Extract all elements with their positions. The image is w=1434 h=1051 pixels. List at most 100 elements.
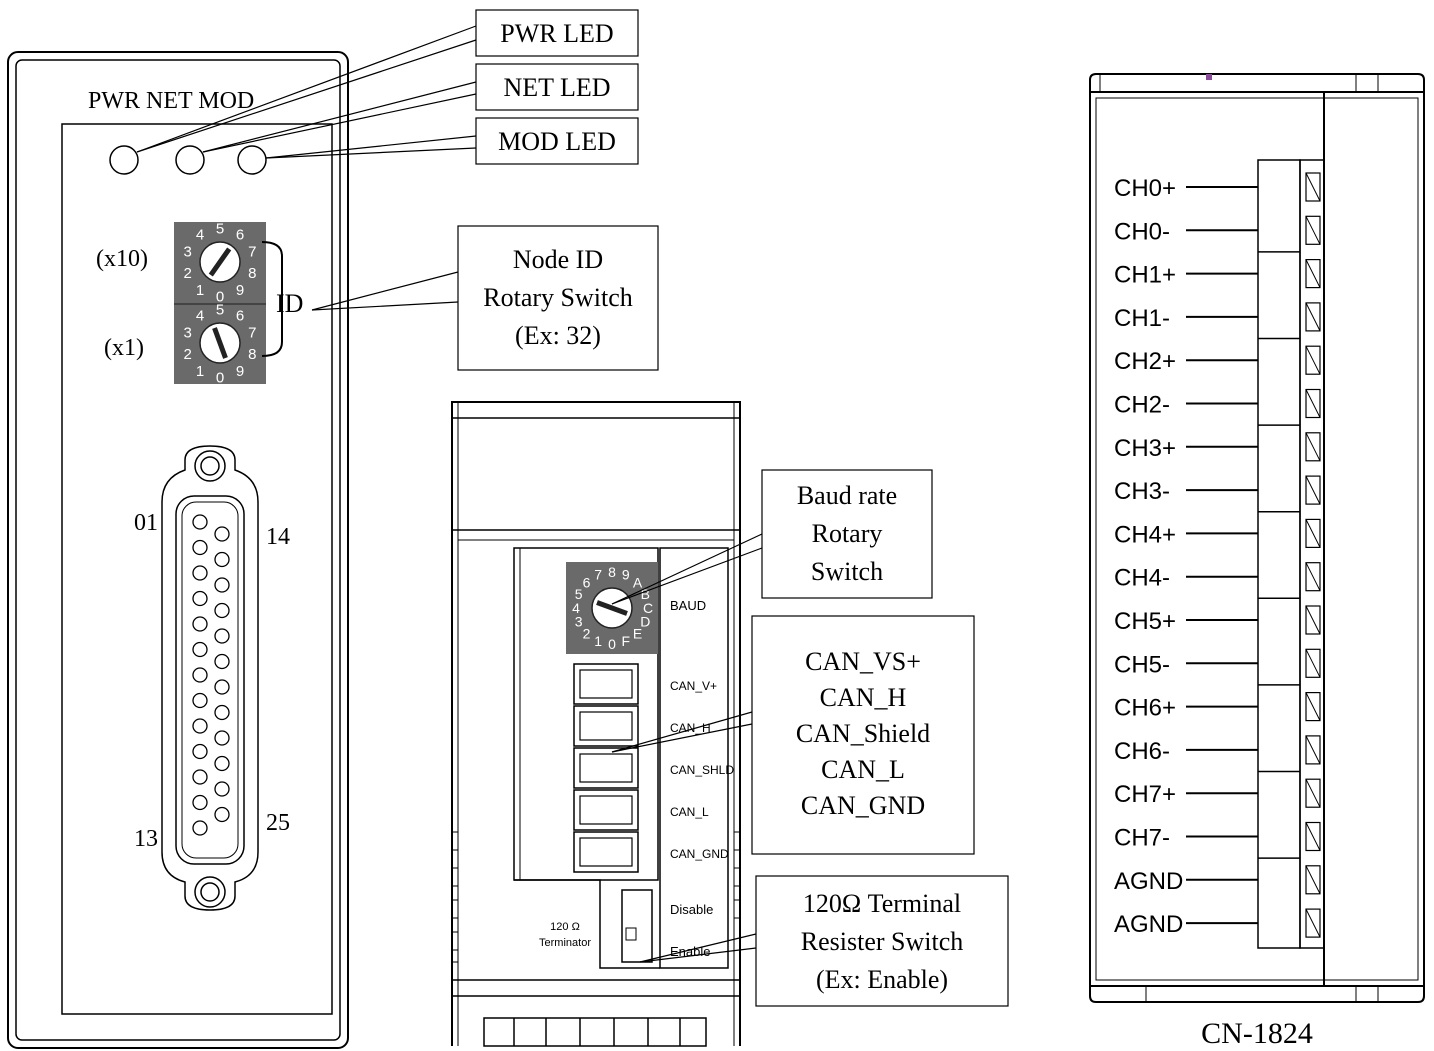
node-id-callout-line3: (Ex: 32)	[515, 321, 601, 350]
can-pins-callout-box	[751, 615, 975, 855]
cn1824-terminal-screw[interactable]	[1305, 778, 1321, 808]
dial-digit: C	[643, 600, 653, 616]
can-terminal[interactable]	[573, 663, 639, 705]
terminator-switch[interactable]	[621, 889, 653, 963]
db25-pin	[214, 526, 230, 542]
db25-pin	[214, 806, 230, 823]
pin-25-label: 25	[266, 810, 290, 836]
cn1824-terminal-screw[interactable]	[1305, 908, 1321, 938]
can-pin-label: CAN_SHLD	[670, 763, 734, 777]
can-pin-label: CAN_L	[670, 805, 709, 819]
pin-14-label: 14	[266, 524, 290, 550]
terminator-ohm-label: 120 Ω	[550, 921, 580, 933]
baud-label: BAUD	[670, 598, 706, 613]
cn1824-terminal-screw[interactable]	[1305, 475, 1321, 505]
id-label: ID	[276, 289, 303, 318]
db25-pin	[192, 820, 208, 836]
dial-digit: 3	[184, 244, 192, 261]
dial-digit: A	[633, 574, 643, 590]
dial-digit: 2	[184, 346, 192, 363]
x1-label: (x1)	[104, 335, 144, 361]
db25-pin	[214, 781, 230, 797]
cn1824-channel-label: CH4-	[1114, 565, 1170, 592]
cn1824-terminal-screw[interactable]	[1305, 302, 1321, 332]
pwr-led-callout-box	[475, 9, 639, 57]
dial-digit: 1	[196, 282, 204, 299]
cn1824-terminal-screw[interactable]	[1305, 518, 1321, 549]
dial-digit: 0	[216, 369, 224, 386]
cn1824-channels: CH0+CH0-CH1+CH1-CH2+CH2-CH3+CH3-CH4+CH4-…	[1114, 172, 1321, 938]
cn1824-module: CH0+CH0-CH1+CH1-CH2+CH2-CH3+CH3-CH4+CH4-…	[1089, 73, 1425, 1050]
baud-callout-line1: Baud rate	[797, 481, 897, 510]
cn1824-terminal-screw[interactable]	[1305, 432, 1321, 462]
dial-digit: 0	[216, 288, 224, 305]
db25-pin	[214, 679, 230, 695]
dial-digit: 7	[248, 244, 256, 261]
baud-callout-box	[761, 469, 933, 599]
cn1824-channel-label: CH7-	[1114, 825, 1170, 852]
dial-digit: 4	[196, 227, 204, 244]
can-terminal-block	[573, 663, 639, 873]
mod-led	[237, 145, 267, 175]
dial-digit: 5	[216, 301, 224, 318]
cn1824-terminal-screw[interactable]	[1305, 345, 1321, 375]
cn1824-terminal-screw[interactable]	[1305, 865, 1321, 895]
can-terminal[interactable]	[573, 831, 639, 873]
dial-digit: 9	[236, 363, 244, 380]
dial-digit: 4	[196, 308, 204, 325]
terminator-word-label: Terminator	[539, 937, 591, 949]
id-bracket	[261, 241, 283, 357]
cn1824-terminal-screw[interactable]	[1305, 821, 1321, 852]
terminator-callout-line3: (Ex: Enable)	[816, 965, 948, 994]
can-pins-callout-line1: CAN_VS+	[805, 647, 921, 676]
dial-digit: 0	[608, 636, 616, 652]
can-terminal[interactable]	[573, 789, 639, 831]
cn1824-terminal-screw[interactable]	[1305, 172, 1321, 202]
can-terminal[interactable]	[573, 747, 639, 789]
cn1824-channel-label: CH7+	[1114, 781, 1176, 808]
dial-digit: 3	[184, 325, 192, 342]
cn1824-terminal-screw[interactable]	[1305, 259, 1321, 289]
cn1824-channel-label: CH0+	[1114, 175, 1176, 202]
cn1824-channel-label: CH4+	[1114, 521, 1176, 548]
cn1824-body	[1089, 91, 1425, 987]
dial-digit: 9	[622, 567, 630, 583]
node-id-callout-line1: Node ID	[513, 245, 603, 274]
cn1824-channel-label: AGND	[1114, 911, 1183, 938]
front-panel-face	[61, 123, 333, 1015]
cn1824-terminal-screw[interactable]	[1305, 648, 1321, 678]
pin-01-label: 01	[134, 510, 158, 536]
cn1824-channel-label: CH2-	[1114, 392, 1170, 419]
db25-pin	[192, 692, 208, 709]
can-pins-callout-line4: CAN_L	[821, 755, 905, 784]
terminator-callout-line1: 120Ω Terminal	[803, 889, 961, 918]
can-label-strip	[659, 547, 729, 969]
dial-digit: 2	[184, 265, 192, 282]
db25-screw-bottom	[194, 876, 226, 908]
cn1824-channel-label: CH1-	[1114, 305, 1170, 332]
node-id-callout-box	[457, 225, 659, 371]
dial-digit: 8	[608, 564, 616, 580]
pwr-led	[109, 145, 139, 175]
baud-callout-line3: Switch	[811, 557, 883, 586]
baud-callout: Baud rate Rotary Switch	[611, 469, 933, 605]
cn1824-terminal-screw[interactable]	[1305, 215, 1321, 245]
can-pins-callout-line5: CAN_GND	[801, 791, 925, 820]
cn1824-terminal-screw[interactable]	[1305, 388, 1321, 419]
dial-pointer	[596, 600, 628, 616]
dial-digit: 4	[572, 600, 580, 616]
can-terminal[interactable]	[573, 705, 639, 747]
cn1824-terminal-screw[interactable]	[1305, 691, 1321, 722]
cn1824-terminal-screw[interactable]	[1305, 605, 1321, 635]
front-panel-outer	[7, 51, 349, 1049]
dial-digit: 7	[594, 567, 602, 583]
cn1824-channel-label: CH6-	[1114, 738, 1170, 765]
dial-digit: F	[622, 633, 631, 649]
cn1824-terminal-screw[interactable]	[1305, 735, 1321, 765]
cn1824-terminal-screw[interactable]	[1305, 562, 1321, 592]
